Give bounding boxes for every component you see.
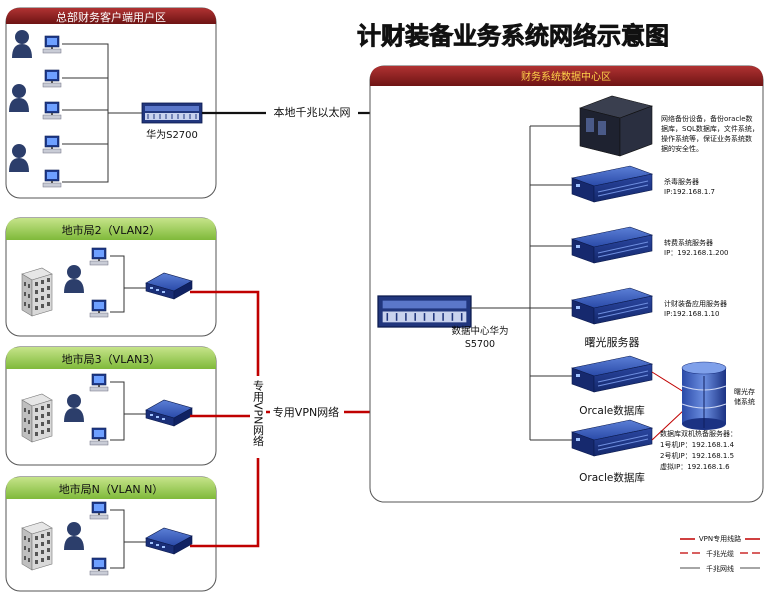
building-icon: [21, 521, 53, 571]
legend-gigabit: 千兆网线: [706, 564, 734, 573]
branch-n-header: 地市局N（VLAN N）: [59, 482, 164, 496]
legend-vpn: VPN专用线路: [699, 534, 741, 543]
pc-icon: [89, 427, 109, 446]
ethernet-link-label: 本地千兆以太网: [274, 105, 351, 119]
shuguang-server-label: 曙光服务器: [585, 335, 640, 349]
core-switch-icon: [377, 295, 472, 328]
building-icon: [21, 393, 53, 443]
backup-description: 网络备份设备，备份oracle数 据库，SQL数据库，文件系统， 操作系统等，保…: [661, 114, 761, 153]
branch-panel-n: 地市局N（VLAN N）: [5, 476, 217, 592]
oracle-server-1-label: Orcale数据库: [579, 404, 644, 417]
core-switch-label-2: S5700: [465, 339, 495, 350]
building-icon: [21, 267, 53, 317]
hq-header: 总部财务客户端用户区: [56, 10, 166, 24]
vpn-horizontal-label: 专用VPN网络: [273, 405, 339, 419]
pc-icon: [89, 557, 109, 576]
hq-switch-icon: [141, 102, 203, 124]
pc-icon: [42, 169, 62, 188]
fiber-links: [651, 371, 685, 441]
datacenter-header: 财务系统数据中心区: [521, 70, 611, 83]
core-switch-label-1: 数据中心华为: [451, 325, 508, 337]
branch-2-header: 地市局2（VLAN2）: [62, 223, 161, 237]
pc-icon: [42, 69, 62, 88]
app-server-label: 计财装备应用服务器 IP:192.168.1.10: [664, 299, 729, 318]
hq-switch-label: 华为S2700: [146, 128, 198, 141]
hq-panel: 总部财务客户端用户区 华为S2700: [5, 7, 217, 199]
vpn-vertical-label: 专用VPN网络: [252, 379, 265, 447]
antivirus-server-label: 杀毒服务器 IP:192.168.1.7: [664, 177, 715, 196]
branch-panel-3: 地市局3（VLAN3）: [5, 346, 217, 466]
dualhost-description: 数据库双机热备服务器： 1号机IP：192.168.1.4 2号机IP：192.…: [660, 429, 739, 471]
storage-label: 曙光存 储系统: [734, 387, 757, 406]
pc-icon: [42, 101, 62, 120]
branch-panel-2: 地市局2（VLAN2）: [5, 217, 217, 337]
pc-icon: [89, 373, 109, 392]
diagram-title: 计财装备业务系统网络示意图: [357, 22, 669, 50]
pc-icon: [42, 35, 62, 54]
branch-3-header: 地市局3（VLAN3）: [62, 352, 161, 366]
pc-icon: [89, 299, 109, 318]
datacenter-panel: 财务系统数据中心区 数据中心华为 S5700 网络备份设备，备份oracle数 …: [369, 65, 764, 503]
legend-fiber: 千兆光缆: [706, 549, 734, 558]
billing-server-label: 转费系统服务器 IP：192.168.1.200: [664, 238, 729, 257]
pc-icon: [89, 247, 109, 266]
pc-icon: [89, 501, 109, 520]
pc-icon: [42, 135, 62, 154]
oracle-server-2-label: Oracle数据库: [579, 471, 645, 484]
legend: VPN专用线路 千兆光缆 千兆网线: [680, 533, 760, 573]
backup-device-icon: [578, 95, 654, 157]
storage-icon: [681, 361, 727, 430]
